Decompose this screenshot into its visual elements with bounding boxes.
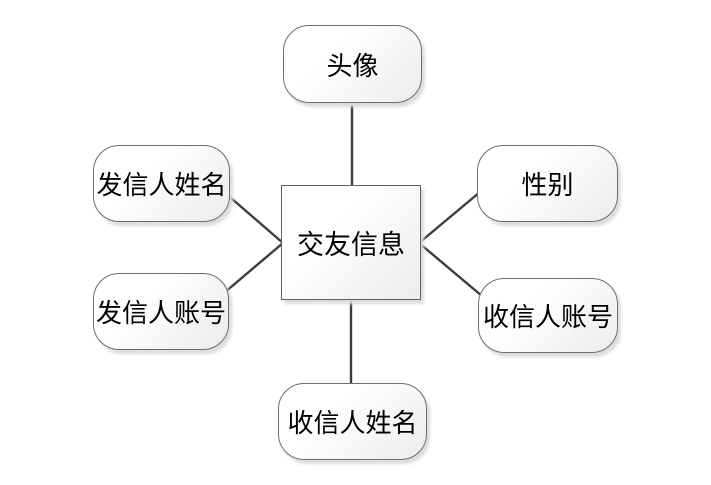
attribute-label-recipient-name: 收信人姓名 <box>287 409 418 438</box>
entity-label-dating-info: 交友信息 <box>297 230 405 260</box>
attribute-node-recipient-name: 收信人姓名 <box>278 383 427 460</box>
attribute-label-sender-account: 发信人账号 <box>95 299 226 328</box>
connector-recipient-account-line <box>418 242 483 297</box>
attribute-label-sender-name: 发信人姓名 <box>96 171 227 200</box>
attribute-node-avatar: 头像 <box>283 25 422 103</box>
connector-gender-line <box>418 191 481 244</box>
attribute-label-avatar: 头像 <box>326 51 379 81</box>
connector-sender-name-line <box>223 191 284 244</box>
attribute-node-gender: 性别 <box>477 145 618 222</box>
attribute-label-gender: 性别 <box>521 171 574 200</box>
connector-sender-account-line <box>223 242 284 294</box>
attribute-node-recipient-account: 收信人账号 <box>478 278 618 353</box>
entity-node-dating-info: 交友信息 <box>281 185 421 300</box>
attribute-node-sender-account: 发信人账号 <box>93 273 229 350</box>
attribute-label-recipient-account: 收信人账号 <box>482 303 613 332</box>
attribute-node-sender-name: 发信人姓名 <box>93 145 230 222</box>
